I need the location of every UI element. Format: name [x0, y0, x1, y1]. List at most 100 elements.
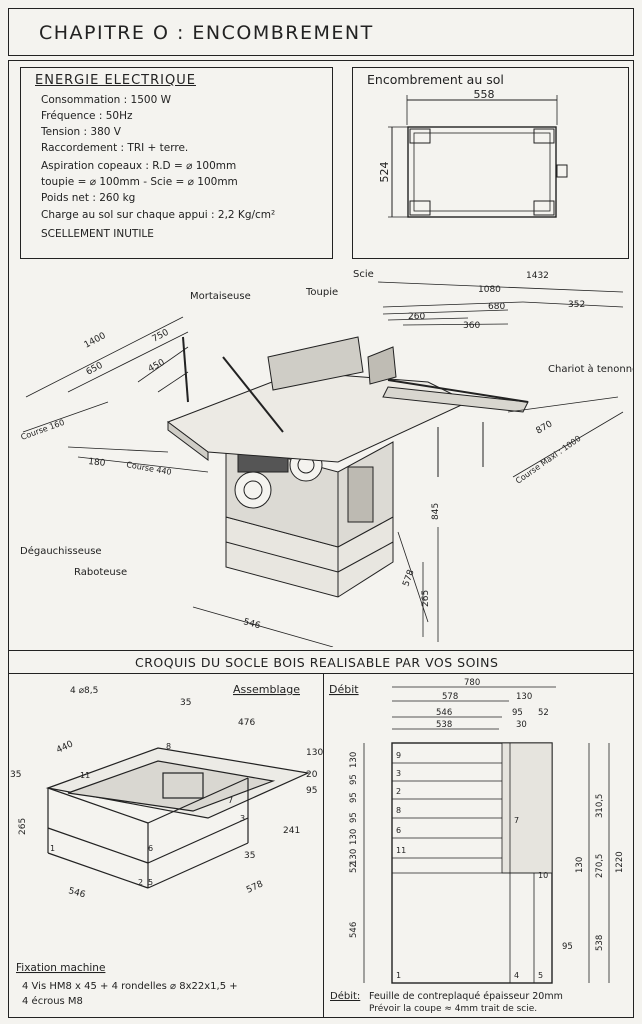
label-course-440: Course 440 [126, 460, 173, 477]
dim-label: 450 [147, 358, 167, 375]
debit-note-line: Feuille de contreplaqué épaisseur 20mm [369, 991, 563, 1002]
fixation-title: Fixation machine [16, 962, 105, 974]
part-number: 8 [396, 806, 401, 815]
dim-label: 476 [238, 718, 255, 728]
socle-title: CROQUIS DU SOCLE BOIS REALISABLE PAR VOS… [135, 655, 499, 670]
part-number: 6 [396, 826, 401, 835]
dim-label: 1220 [615, 851, 625, 873]
dim-label: 20 [306, 770, 318, 780]
dim-label: 260 [408, 312, 425, 322]
spec-row: Tension : 380 V [41, 126, 121, 138]
section-divider [8, 650, 634, 651]
dim-label: 546 [349, 922, 359, 938]
machine-drawing: 1432 1080 680 352 260 360 1400 650 750 4… [20, 269, 634, 647]
energie-title: ENERGIE ELECTRIQUE [35, 73, 196, 88]
sol-width-label: 558 [474, 88, 495, 101]
label-mortaiseuse: Mortaiseuse [190, 291, 251, 302]
dim-label: 546 [436, 708, 452, 718]
debit-title: Débit [329, 683, 359, 696]
part-number: 5 [538, 971, 543, 980]
part-number: 4 [514, 971, 519, 980]
dim-label: 1432 [526, 271, 549, 281]
column-divider [323, 673, 324, 1018]
dim-label: 35 [244, 851, 255, 861]
chapter-header: CHAPITRE O : ENCOMBREMENT [8, 8, 634, 56]
label-course-160: Course 160 [20, 418, 66, 442]
dim-label: 1400 [83, 331, 108, 351]
spec-row: Fréquence : 50Hz [41, 110, 133, 122]
dim-label: 95 [349, 792, 359, 803]
spec-row: SCELLEMENT INUTILE [41, 228, 154, 240]
spec-row: Aspiration copeaux : R.D = ⌀ 100mm [41, 160, 237, 172]
dim-label: 95 [512, 708, 523, 718]
dim-label: 1080 [478, 285, 501, 295]
dim-label: 780 [464, 678, 480, 688]
part-number: 2 [396, 787, 401, 796]
label-raboteuse: Raboteuse [74, 567, 127, 578]
page-frame [8, 60, 634, 1018]
dim-label: 130 [349, 752, 359, 768]
spec-row: Charge au sol sur chaque appui : 2,2 Kg/… [41, 209, 276, 221]
dim-label: 180 [88, 457, 106, 469]
part-number: 11 [396, 846, 406, 855]
dim-label: 360 [463, 321, 480, 331]
dim-label: 578 [245, 879, 265, 895]
assemblage-drawing: 4 ⌀8,5 Assemblage 35 476 440 130 20 95 2… [10, 683, 323, 1007]
dim-label: 52 [538, 708, 549, 718]
section-divider [8, 673, 634, 674]
dim-label: 241 [283, 826, 300, 836]
debit-note-line: Prévoir la coupe ≈ 4mm trait de scie. [369, 1003, 537, 1014]
debit-note-label: Débit: [330, 990, 360, 1002]
dim-label: 95 [306, 786, 317, 796]
dim-label: 130 [516, 692, 532, 702]
dim-label: 538 [595, 935, 605, 951]
dim-label: 95 [349, 774, 359, 785]
label-toupie: Toupie [305, 287, 338, 298]
part-number: 5 [148, 878, 153, 887]
part-number: 9 [396, 751, 401, 760]
dim-label: 845 [431, 503, 441, 520]
part-number: 1 [50, 844, 55, 853]
floor-plan-drawing: 558 524 [378, 88, 568, 218]
dim-label: 578 [442, 692, 458, 702]
dim-label: 265 [18, 818, 28, 835]
dim-label: 52 [349, 862, 359, 873]
part-number: 11 [80, 771, 90, 780]
part-number: 3 [240, 814, 245, 823]
fixation-line: 4 Vis HM8 x 45 + 4 rondelles ⌀ 8x22x1,5 … [22, 981, 238, 992]
spec-row: Consommation : 1500 W [41, 94, 171, 106]
part-number: 10 [538, 871, 548, 880]
dim-label: 130 [306, 748, 323, 758]
part-number: 7 [514, 816, 519, 825]
dim-label: 30 [516, 720, 527, 730]
dim-label: 130 [349, 829, 359, 845]
dim-label: 35 [10, 770, 21, 780]
part-number: 3 [396, 769, 401, 778]
screw-label: 4 ⌀8,5 [70, 686, 98, 696]
dim-label: 95 [349, 812, 359, 823]
dim-label: 265 [421, 590, 431, 607]
dim-label: 270,5 [595, 854, 605, 878]
part-number: 2 [138, 878, 143, 887]
part-number: 7 [228, 796, 233, 805]
dim-label: 546 [242, 617, 261, 631]
part-number: 8 [166, 742, 171, 751]
energie-electrique-box: ENERGIE ELECTRIQUE Consommation : 1500 W… [20, 67, 333, 259]
sol-depth-label: 524 [378, 162, 391, 183]
label-scie: Scie [353, 269, 374, 280]
assemblage-title: Assemblage [233, 683, 300, 696]
debit-drawing: Débit 780 578 130 546 95 52 538 30 130 9… [329, 678, 625, 1014]
dim-label: 130 [575, 857, 585, 873]
dim-label: 578 [401, 568, 416, 588]
dim-label: 310,5 [595, 794, 605, 818]
label-degauchisseuse: Dégauchisseuse [20, 545, 102, 557]
fixation-line: 4 écrous M8 [22, 995, 83, 1007]
dim-label: 95 [562, 942, 573, 952]
dim-label: 680 [488, 302, 505, 312]
spec-row: toupie = ⌀ 100mm - Scie = ⌀ 100mm [41, 176, 238, 188]
part-number: 6 [148, 844, 153, 853]
spec-row: Raccordement : TRI + terre. [41, 142, 189, 154]
sol-title: Encombrement au sol [367, 72, 504, 87]
spec-row: Poids net : 260 kg [41, 192, 136, 204]
label-course-maxi: Course Maxi : 1000 [514, 434, 583, 486]
